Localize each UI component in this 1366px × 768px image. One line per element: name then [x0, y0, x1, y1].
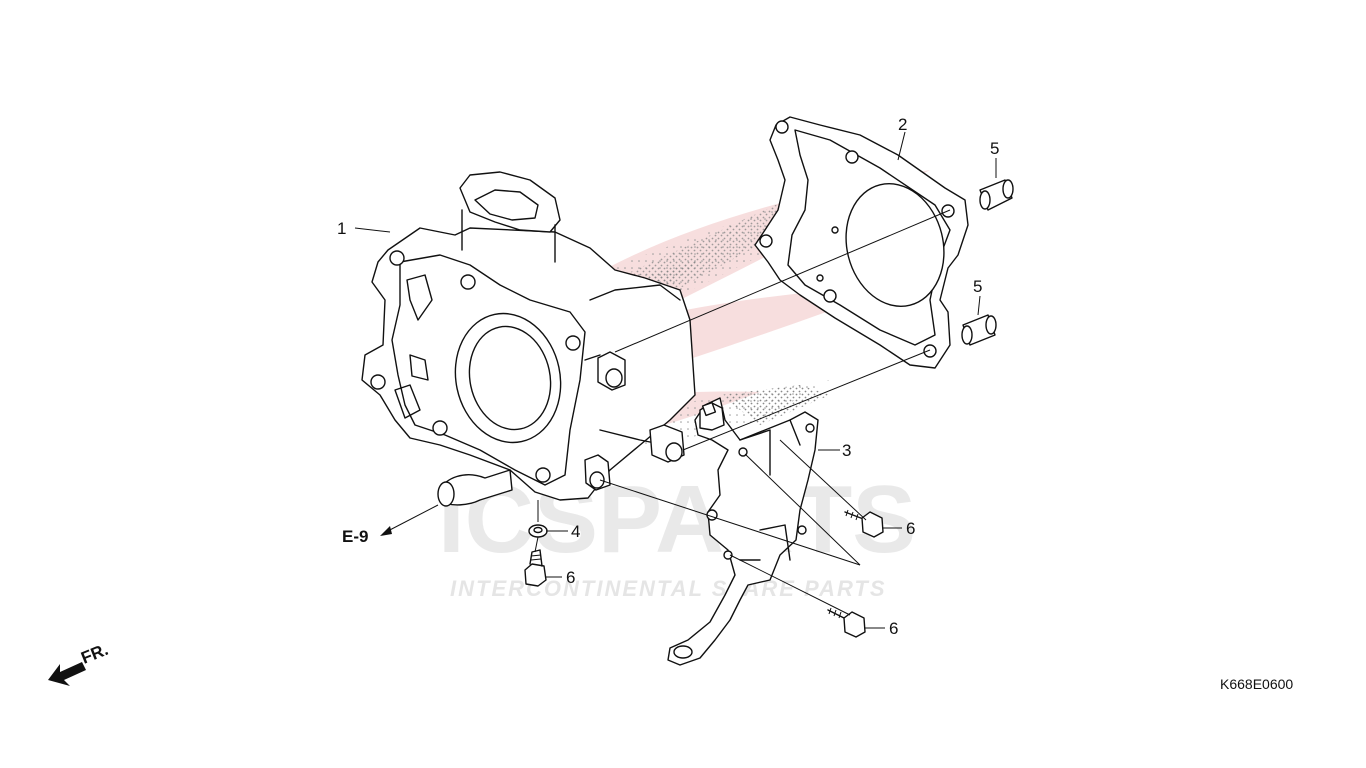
- callout-6-left: 6: [566, 568, 575, 587]
- washer-part[interactable]: [528, 524, 548, 538]
- callout-3: 3: [842, 441, 851, 460]
- bolt-lower-right[interactable]: [827, 607, 866, 638]
- callout-5-lower: 5: [973, 277, 982, 296]
- gasket-part[interactable]: [754, 116, 969, 369]
- diagram-code: K668E0600: [1220, 676, 1293, 692]
- watermark-logo-wing: [520, 170, 930, 460]
- bolt-middle-right[interactable]: [844, 509, 884, 538]
- callout-2: 2: [898, 115, 907, 134]
- dowel-pin-lower[interactable]: [961, 314, 997, 346]
- front-direction-arrow-icon: [48, 662, 86, 686]
- leader-lines: [354, 131, 997, 629]
- callout-4: 4: [571, 522, 580, 541]
- callout-6-middle: 6: [906, 519, 915, 538]
- reference-label: E-9: [342, 527, 368, 546]
- front-marker-label: FR.: [78, 640, 111, 668]
- watermark-brand: ICSPARTS: [438, 466, 916, 573]
- bolt-left[interactable]: [524, 549, 547, 587]
- dowel-pin-upper[interactable]: [979, 179, 1014, 211]
- watermark-tagline: INTERCONTINENTAL SPARE PARTS: [450, 576, 887, 601]
- callout-6-lower: 6: [889, 619, 898, 638]
- callout-1: 1: [337, 219, 346, 238]
- callout-5-upper: 5: [990, 139, 999, 158]
- cylinder-part[interactable]: [361, 171, 696, 507]
- bracket-part[interactable]: [667, 397, 819, 666]
